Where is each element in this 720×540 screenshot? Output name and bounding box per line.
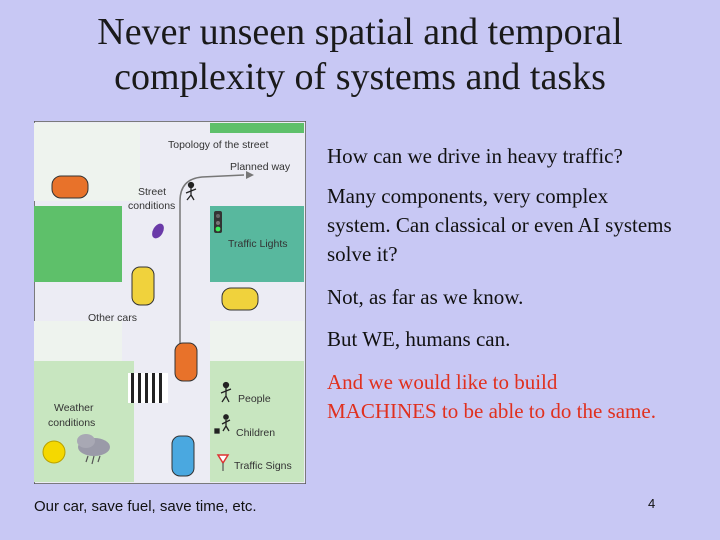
car-orange-center [174, 342, 198, 382]
block-mid-left [34, 206, 122, 282]
block-top-right [210, 123, 304, 133]
oil-spot-icon [152, 223, 164, 239]
caption: Our car, save fuel, save time, etc. [34, 498, 257, 515]
storm-cloud-icon [77, 434, 110, 465]
label-traffic-signs: Traffic Signs [234, 460, 292, 472]
label-children: Children [236, 427, 275, 439]
title-line-1: Never unseen spatial and temporal [97, 11, 623, 53]
traffic-diagram: Topology of the street Planned way Stree… [34, 121, 306, 484]
paragraph-2: Many components, very complex system. Ca… [327, 184, 672, 266]
car-blue-own [171, 435, 195, 477]
label-people: People [238, 393, 271, 405]
block-lower-left [34, 321, 122, 361]
planned-way-arrowhead [246, 171, 254, 179]
label-other-cars: Other cars [88, 312, 137, 324]
label-street-conditions-1: Street [138, 186, 166, 198]
planned-way-path [179, 174, 245, 351]
label-weather-2: conditions [48, 417, 95, 429]
label-traffic-lights: Traffic Lights [228, 238, 288, 250]
paragraph-4: But WE, humans can. [327, 327, 511, 351]
paragraph-1: How can we drive in heavy traffic? [327, 144, 623, 168]
crosswalk-icon [128, 373, 168, 403]
block-lower-right [210, 321, 304, 361]
traffic-light-red [216, 214, 220, 218]
pedestrian-street-icon [185, 181, 197, 201]
label-street-conditions-2: conditions [128, 200, 175, 212]
page-number: 4 [648, 496, 656, 511]
paragraph-5: And we would like to build MACHINES to b… [327, 370, 656, 423]
label-planned-way: Planned way [230, 161, 291, 173]
traffic-light-green [215, 226, 221, 232]
yield-sign-icon [216, 454, 230, 465]
label-topology: Topology of the street [168, 139, 268, 151]
label-weather-1: Weather [54, 402, 94, 414]
paragraph-3: Not, as far as we know. [327, 285, 524, 309]
slide-title: Never unseen spatial and temporal comple… [0, 10, 720, 100]
sun-icon [42, 440, 66, 464]
traffic-light-yellow [216, 221, 220, 225]
title-line-2: complexity of systems and tasks [114, 56, 606, 98]
children-icon [214, 414, 231, 434]
car-yellow-right [221, 287, 259, 311]
car-orange-top [51, 175, 89, 199]
block-mid-right [210, 206, 304, 282]
car-yellow-left [131, 266, 155, 306]
people-icon [220, 381, 232, 403]
